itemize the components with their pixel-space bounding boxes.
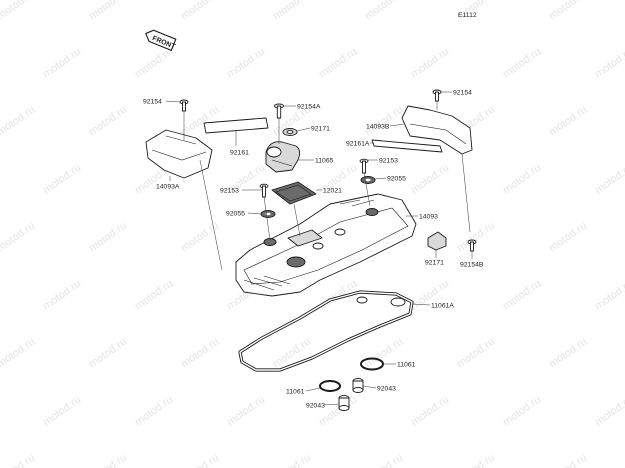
part-92055-right-washer[interactable] — [360, 176, 376, 184]
part-92043-right-pin[interactable] — [352, 378, 364, 393]
watermark-text: motod.ru — [225, 46, 267, 81]
watermark-text: motod.ru — [317, 46, 359, 81]
label-92161[interactable]: 92161 — [230, 150, 249, 157]
part-92171-grommet-top[interactable] — [282, 128, 298, 136]
watermark-text: motod.ru — [317, 394, 359, 429]
watermark-text: motod.ru — [409, 394, 451, 429]
label-92171-right[interactable]: 92171 — [425, 260, 444, 267]
watermark-text: motod.ru — [41, 46, 83, 81]
part-92043-left-pin[interactable] — [338, 395, 350, 411]
label-11061a[interactable]: 11061A — [431, 303, 454, 310]
part-11061a-head-cover-gasket[interactable] — [238, 290, 414, 372]
watermark-text: motod.ru — [409, 162, 451, 197]
part-number-labels: 92154 92154A 92171 92161 14093A 11065 92… — [143, 90, 484, 410]
part-92153-left-bolt[interactable] — [259, 183, 269, 198]
watermark-text: motod.ru — [87, 336, 129, 371]
watermark-text: motod.ru — [179, 336, 221, 371]
watermark-text: motod.ru — [41, 394, 83, 429]
label-92154-left[interactable]: 92154 — [143, 99, 162, 106]
part-12021-cover-plate[interactable] — [271, 181, 317, 205]
watermark-text: motod.ru — [0, 0, 37, 22]
label-92161a[interactable]: 92161A — [346, 141, 370, 148]
label-92055-right[interactable]: 92055 — [387, 176, 406, 183]
label-92153-right[interactable]: 92153 — [379, 158, 398, 165]
watermark-text: motod.ru — [0, 220, 37, 255]
watermark-text: motod.ru — [593, 278, 625, 313]
watermark-text: motod.ru — [363, 452, 405, 468]
part-92153-right-bolt[interactable] — [359, 158, 369, 174]
watermark-text: motod.ru — [87, 0, 129, 22]
part-92161-rubber-strip[interactable] — [203, 117, 269, 134]
label-92171-top[interactable]: 92171 — [311, 126, 330, 133]
watermark-text: motod.ru — [593, 162, 625, 197]
label-92154-right[interactable]: 92154 — [453, 90, 472, 97]
watermark-text: motod.ru — [87, 220, 129, 255]
part-11061-left-o-ring[interactable] — [319, 380, 341, 392]
watermark-text: motod.ru — [363, 104, 405, 139]
watermark-text: motod.ru — [501, 162, 543, 197]
label-14093b[interactable]: 14093B — [366, 124, 390, 131]
watermark-text: motod.ru — [133, 46, 175, 81]
front-arrow-icon — [145, 29, 177, 52]
part-14093b-cover-bracket[interactable] — [401, 105, 473, 155]
watermark-text: motod.ru — [455, 220, 497, 255]
watermark-text: motod.ru — [179, 0, 221, 22]
watermark-text: motod.ru — [0, 104, 37, 139]
part-92154a-bolt[interactable] — [274, 103, 284, 119]
watermark-text: motod.ru — [501, 394, 543, 429]
watermark-text: motod.ru — [547, 452, 589, 468]
watermark-text: motod.ru — [133, 278, 175, 313]
watermark-text: motod.ru — [271, 0, 313, 22]
watermark-text: motod.ru — [133, 394, 175, 429]
watermark-text: motod.ru — [455, 336, 497, 371]
part-92154-right-bolt[interactable] — [432, 89, 442, 102]
watermark-text: motod.ru — [363, 0, 405, 22]
part-11065-breather-fitting[interactable] — [265, 141, 301, 173]
watermark-text: motod.ru — [501, 46, 543, 81]
watermark-text: motod.ru — [547, 336, 589, 371]
diagram-ref-code: E1112 — [458, 12, 477, 19]
label-11065[interactable]: 11065 — [315, 158, 334, 165]
label-14093a[interactable]: 14093A — [156, 184, 180, 191]
watermark-text: motod.ru — [455, 452, 497, 468]
part-92171-grommet-right[interactable] — [427, 231, 447, 251]
label-92154b[interactable]: 92154B — [460, 262, 484, 269]
watermark-text: motod.ru — [547, 220, 589, 255]
watermark-text: motod.ru — [409, 46, 451, 81]
watermark-text: motod.ru — [547, 0, 589, 22]
watermark-text: motod.ru — [225, 394, 267, 429]
watermark-text: motod.ru — [271, 452, 313, 468]
label-92154a[interactable]: 92154A — [297, 104, 321, 111]
watermark-text: motod.ru — [547, 104, 589, 139]
watermark-text: motod.ru — [41, 162, 83, 197]
part-14093a-cover-bracket[interactable] — [145, 129, 213, 179]
label-12021[interactable]: 12021 — [323, 188, 342, 195]
label-92153-left[interactable]: 92153 — [220, 188, 239, 195]
part-14093-cylinder-head-cover[interactable] — [235, 193, 417, 297]
label-92055-left[interactable]: 92055 — [226, 211, 245, 218]
watermark-text: motod.ru — [0, 452, 37, 468]
watermark-text: motod.ru — [87, 104, 129, 139]
watermark-text: motod.ru — [593, 46, 625, 81]
label-11061-left[interactable]: 11061 — [286, 389, 305, 396]
label-11061-right[interactable]: 11061 — [397, 362, 416, 369]
watermark-text: motod.ru — [593, 394, 625, 429]
watermark-text: motod.ru — [179, 452, 221, 468]
part-92055-left-washer[interactable] — [260, 210, 276, 218]
watermark-text: motod.ru — [41, 278, 83, 313]
label-92043-left[interactable]: 92043 — [306, 403, 325, 410]
watermark-text: motod.ru — [0, 336, 37, 371]
watermark-text: motod.ru — [179, 220, 221, 255]
front-direction-tag: FRONT — [145, 29, 177, 52]
label-92043-right[interactable]: 92043 — [377, 386, 396, 393]
part-92154-left-bolt[interactable] — [179, 99, 189, 112]
part-92161a-rubber-strip[interactable] — [371, 139, 443, 153]
label-14093[interactable]: 14093 — [419, 214, 438, 221]
leader-lines — [165, 91, 473, 406]
watermark-text: motod.ru — [87, 452, 129, 468]
watermark-text: motod.ru — [501, 278, 543, 313]
